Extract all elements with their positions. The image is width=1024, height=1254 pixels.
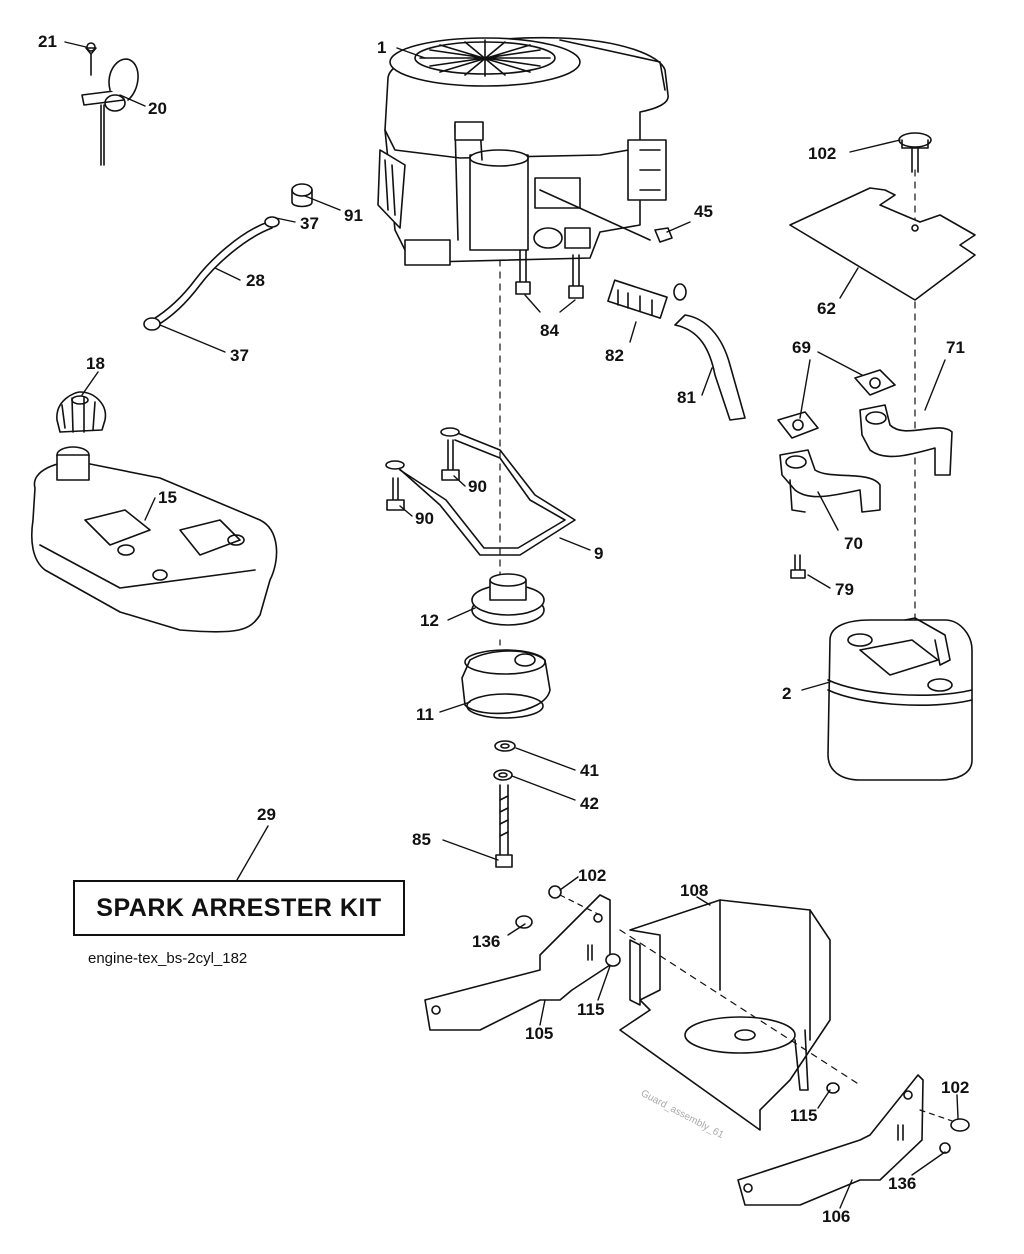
- callout-41: 41: [580, 761, 599, 780]
- callout-82: 82: [605, 346, 624, 365]
- callout-81: 81: [677, 388, 696, 407]
- callout-106: 106: [822, 1207, 851, 1226]
- callout-21: 21: [38, 32, 57, 51]
- fuel-filter-part: [607, 227, 746, 421]
- callout-84: 84: [540, 321, 559, 340]
- callout-71: 71: [946, 338, 965, 357]
- leader-lines: [64, 41, 959, 1209]
- callout-102-mid: 102: [578, 866, 607, 885]
- callout-102-bottom: 102: [941, 1078, 970, 1097]
- callout-1: 1: [377, 38, 387, 57]
- fuel-line-part: [143, 216, 280, 331]
- washer-part: [493, 740, 516, 868]
- callout-105: 105: [525, 1024, 554, 1043]
- callout-28: 28: [246, 271, 265, 290]
- callout-69: 69: [792, 338, 811, 357]
- callout-108: 108: [680, 881, 709, 900]
- heat-shield-part: [789, 132, 976, 301]
- callout-20: 20: [148, 99, 167, 118]
- exhaust-gasket-part: [777, 369, 896, 439]
- callout-91: 91: [344, 206, 363, 225]
- engine-guard-part: [619, 899, 831, 1131]
- callout-12: 12: [420, 611, 439, 630]
- callout-79: 79: [835, 580, 854, 599]
- callout-37-lower: 37: [230, 346, 249, 365]
- callout-11: 11: [416, 705, 434, 724]
- right-frame-plate-part: [737, 1074, 970, 1206]
- callout-2: 2: [782, 684, 792, 703]
- callout-62: 62: [817, 299, 836, 318]
- choke-control-part: [81, 42, 139, 166]
- gas-cap-part: [56, 391, 107, 433]
- callout-70: 70: [844, 534, 863, 553]
- engine-part: [377, 36, 669, 266]
- engine-bracket-part: [385, 427, 576, 556]
- callout-9: 9: [594, 544, 604, 563]
- diagram-file-id: engine-tex_bs-2cyl_182: [88, 950, 248, 967]
- fuel-tank-part: [30, 446, 278, 633]
- callout-29: 29: [257, 805, 276, 824]
- muffler-part: [827, 617, 973, 781]
- callout-42: 42: [580, 794, 599, 813]
- callout-37-upper: 37: [300, 214, 319, 233]
- pulley-part: [471, 573, 545, 626]
- fuel-cap-small-part: [291, 183, 313, 208]
- mounting-bolts-part: [515, 249, 584, 299]
- left-frame-plate-part: [424, 885, 621, 1031]
- callout-45: 45: [694, 202, 713, 221]
- callout-115-left: 115: [577, 1000, 605, 1019]
- callout-115-right: 115: [790, 1106, 818, 1125]
- callout-136-left: 136: [472, 932, 501, 951]
- callout-136-right: 136: [888, 1174, 917, 1193]
- callout-18: 18: [86, 354, 105, 373]
- callout-90-upper: 90: [468, 477, 487, 496]
- callout-90-lower: 90: [415, 509, 434, 528]
- spark-arrester-kit-label: SPARK ARRESTER KIT: [73, 880, 405, 936]
- pto-clutch-part: [461, 649, 551, 719]
- callout-102-top: 102: [808, 144, 837, 163]
- callout-15: 15: [158, 488, 177, 507]
- callout-85: 85: [412, 830, 431, 849]
- exhaust-pipe-part: [779, 404, 953, 579]
